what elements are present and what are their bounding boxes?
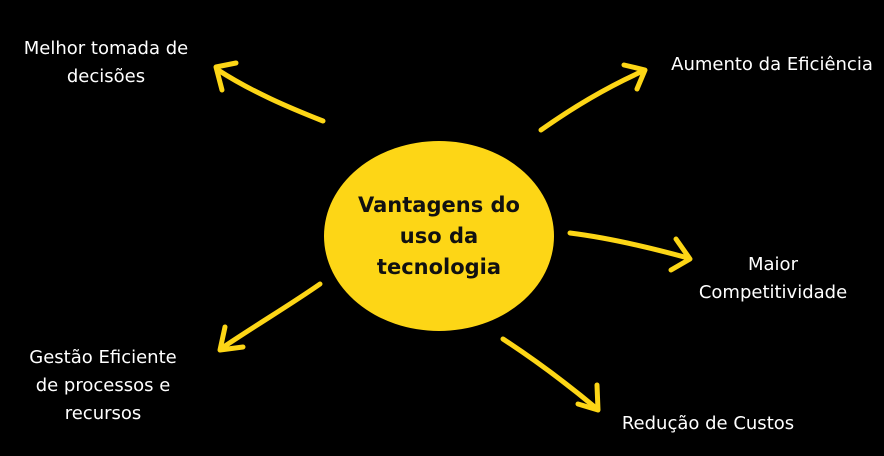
arrow-to-custos [500,336,601,413]
node-aumento-da-eficiencia: Aumento da Eficiência [671,54,873,75]
arrow-to-competitividade [567,230,693,273]
node-melhor-tomada-de-decisoes: Melhor tomada de decisões [23,38,189,87]
arrow-to-decisoes [213,60,326,124]
node-gestao-eficiente: Gestão Eficiente de processos e recursos [29,347,177,424]
central-topic-circle: Vantagens do uso da tecnologia [324,141,554,331]
arrow-to-eficiencia [538,62,648,133]
node-reducao-de-custos: Redução de Custos [621,413,795,434]
arrow-to-gestao [217,281,323,353]
central-topic-label: Vantagens do uso da tecnologia [358,192,520,279]
node-maior-competitividade: Maior Competitividade [698,254,848,303]
